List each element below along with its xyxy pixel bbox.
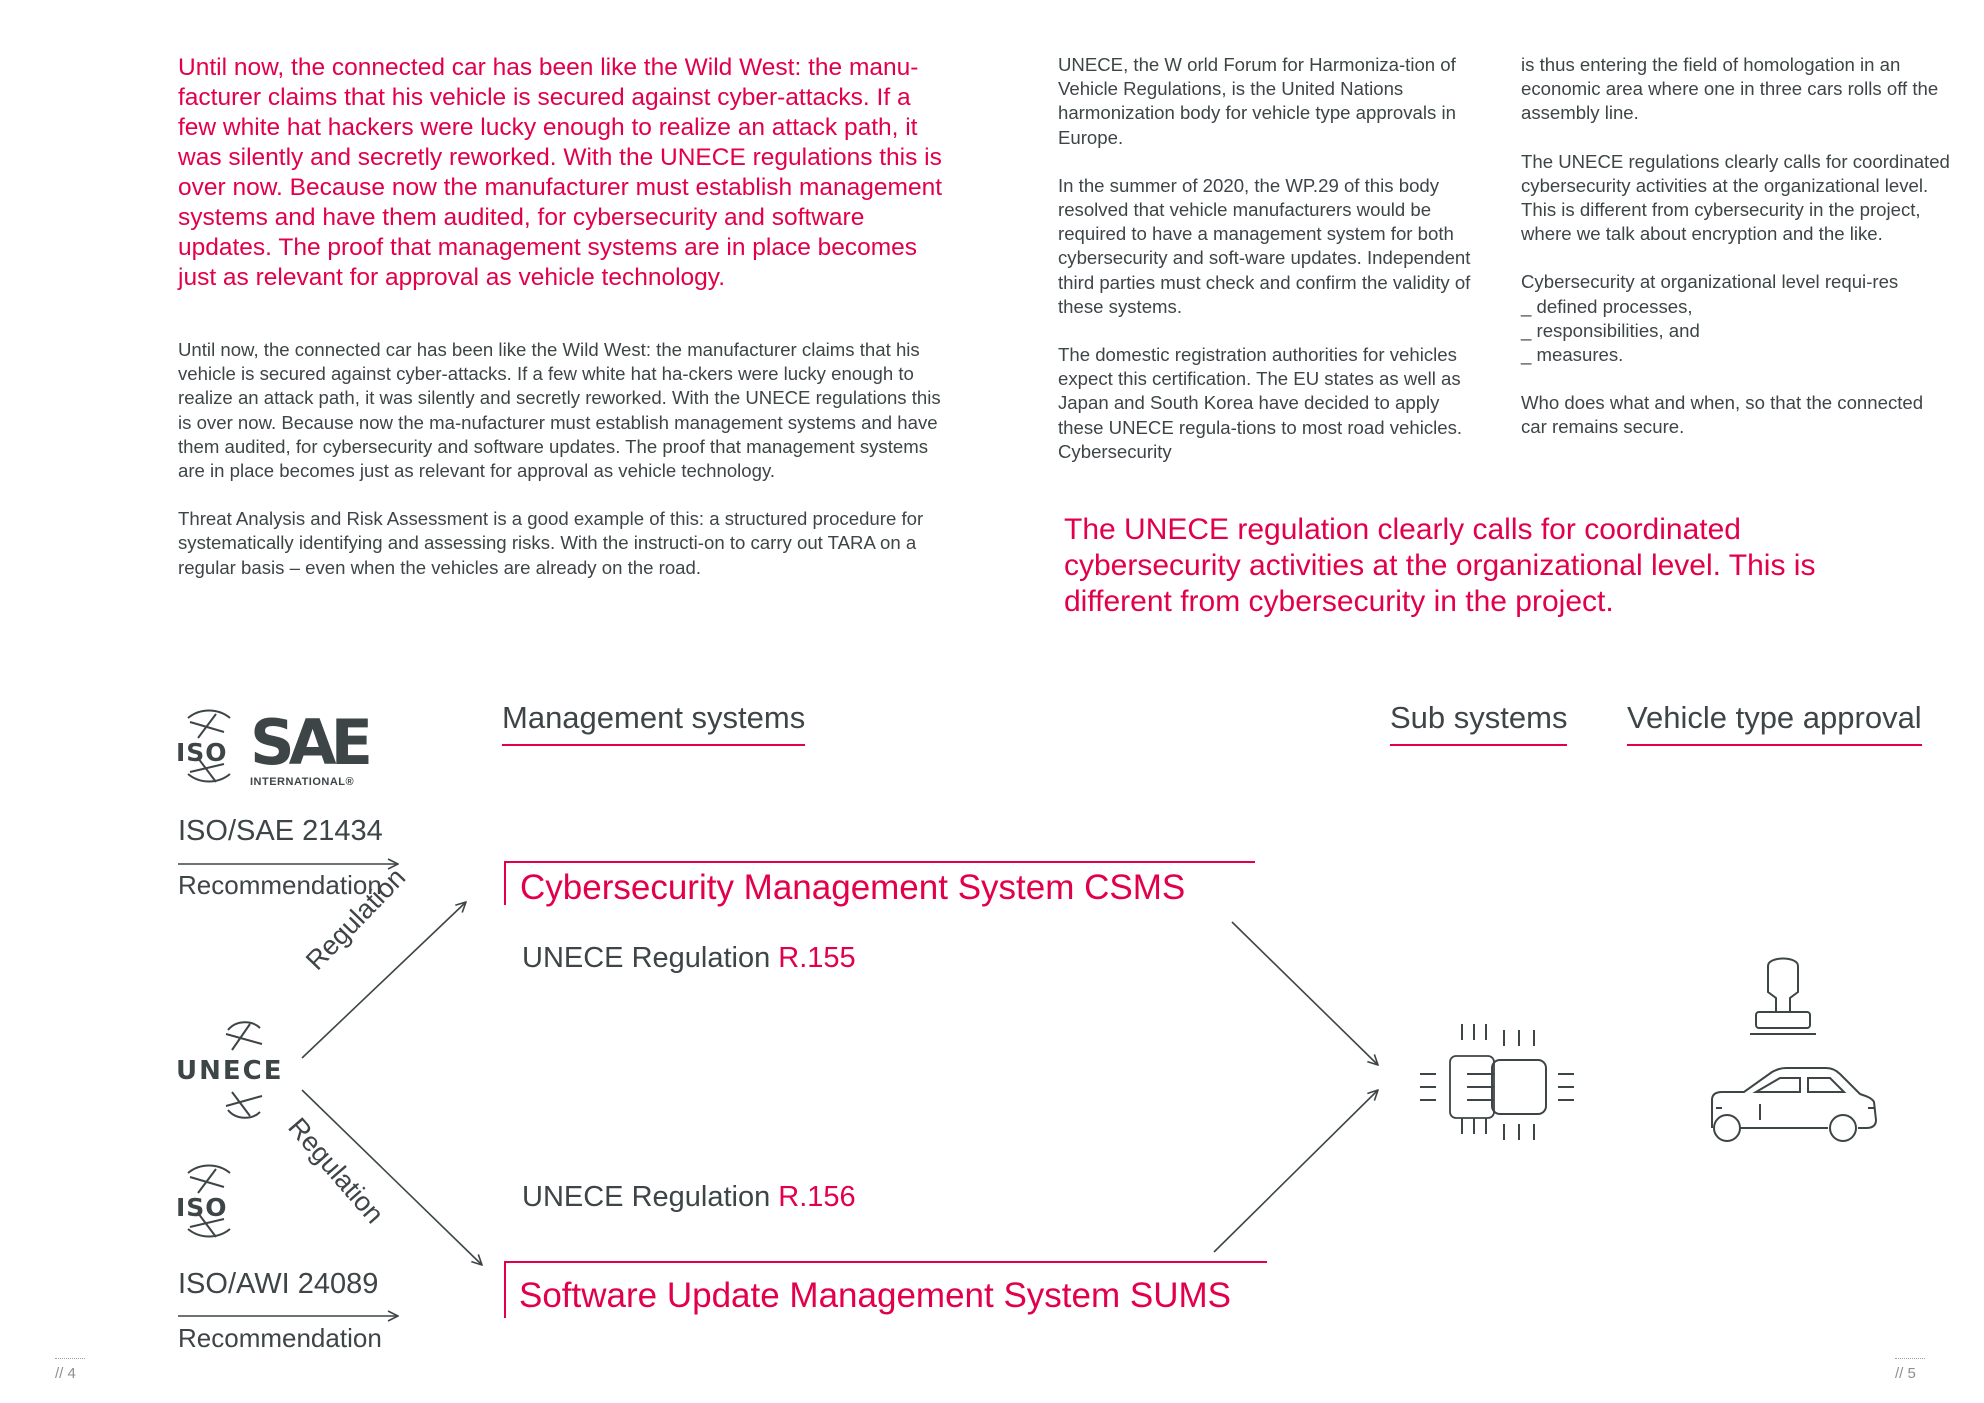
body-paragraph: Who does what and when, so that the conn… xyxy=(1521,392,1924,438)
body-paragraph: In the summer of 2020, the WP.29 of this… xyxy=(1058,174,1471,317)
pull-quote: The UNECE regulation clearly calls for c… xyxy=(1064,513,1816,618)
regulation-code-r155: R.155 xyxy=(778,942,856,974)
body-paragraph: is thus entering the field of homologati… xyxy=(1521,54,1939,124)
heading-management-systems: Management systems xyxy=(502,700,806,746)
csms-bracket xyxy=(504,861,1255,905)
list-item: _ measures. xyxy=(1521,344,1624,366)
sums-title-text: Software Update Management System xyxy=(519,1276,1130,1315)
iso-globe-icon xyxy=(187,1164,231,1238)
regulation-prefix: UNECE Regulation xyxy=(522,1181,779,1213)
iso-logo-text: ISO xyxy=(176,1193,228,1222)
csms-regulation: UNECE Regulation R.155 xyxy=(522,942,856,975)
regulation-arrow-top xyxy=(301,902,466,1059)
body-column-1: Until now, the connected car has been li… xyxy=(178,338,948,604)
stamp-icon xyxy=(1750,957,1816,1035)
regulation-arrow-bottom xyxy=(301,1089,482,1265)
registered-mark: ® xyxy=(345,776,355,788)
sae-international-text: INTERNATIONAL xyxy=(250,776,346,788)
sums-bracket xyxy=(504,1261,1267,1318)
footer-dots-left xyxy=(55,1358,85,1359)
sae-logo-text: SAE xyxy=(250,706,373,779)
unece-logo: UNECE xyxy=(176,1020,286,1120)
body-column-2: UNECE, the W orld Forum for Harmoniza-ti… xyxy=(1058,53,1478,488)
body-paragraph: Until now, the connected car has been li… xyxy=(178,339,941,482)
body-paragraph: The domestic registration authorities fo… xyxy=(1058,344,1463,462)
csms-abbreviation: CSMS xyxy=(1084,868,1186,907)
chip-icon xyxy=(1420,1024,1574,1140)
csms-title-text: Cybersecurity Management System xyxy=(520,868,1085,907)
sums-title: Software Update Management System SUMS xyxy=(519,1276,1231,1316)
standard-iso-awi-24089: ISO/AWI 24089 xyxy=(178,1268,379,1300)
csms-title: Cybersecurity Management System CSMS xyxy=(520,868,1185,908)
body-paragraph: Threat Analysis and Risk Assessment is a… xyxy=(178,508,924,578)
list-item: _ defined processes, xyxy=(1521,295,1693,317)
footer-dots-right xyxy=(1895,1358,1925,1359)
standard-iso-sae-21434: ISO/SAE 21434 xyxy=(178,815,383,847)
list-item: _ responsibilities, and xyxy=(1521,319,1700,341)
body-paragraph: Cybersecurity at organizational level re… xyxy=(1521,271,1899,293)
recommendation-label-bottom: Recommendation xyxy=(178,1323,382,1353)
page-number-left: // 4 xyxy=(55,1365,76,1382)
page-number-right: // 5 xyxy=(1895,1365,1916,1382)
body-column-3: is thus entering the field of homologati… xyxy=(1521,53,1951,464)
unece-logo-text: UNECE xyxy=(176,1056,284,1086)
car-icon xyxy=(1711,1067,1878,1142)
sums-abbreviation: SUMS xyxy=(1129,1276,1231,1315)
sums-to-subsystems-arrow xyxy=(1213,1090,1378,1253)
regulation-code-r156: R.156 xyxy=(778,1181,856,1213)
iso-logo-bottom: ISO xyxy=(176,1164,246,1245)
body-paragraph: UNECE, the W orld Forum for Harmoniza-ti… xyxy=(1058,54,1456,148)
sae-logo: SAE INTERNATIONAL® xyxy=(250,706,373,789)
lead-paragraph: Until now, the connected car has been li… xyxy=(178,54,942,291)
recommendation-label-top: Recommendation xyxy=(178,870,382,900)
csms-to-subsystems-arrow xyxy=(1231,921,1378,1065)
sums-regulation: UNECE Regulation R.156 xyxy=(522,1181,856,1214)
body-paragraph: The UNECE regulations clearly calls for … xyxy=(1521,150,1950,245)
unece-globe-icon xyxy=(225,1021,263,1119)
iso-logo-text: ISO xyxy=(176,738,228,767)
iso-globe-icon xyxy=(187,709,231,783)
iso-logo-top: ISO xyxy=(176,709,246,790)
heading-sub-systems: Sub systems xyxy=(1390,700,1568,746)
requirements-list: _ defined processes, _ responsibilities,… xyxy=(1521,295,1951,368)
regulation-prefix: UNECE Regulation xyxy=(522,942,779,974)
heading-vehicle-type-approval: Vehicle type approval xyxy=(1627,700,1922,746)
